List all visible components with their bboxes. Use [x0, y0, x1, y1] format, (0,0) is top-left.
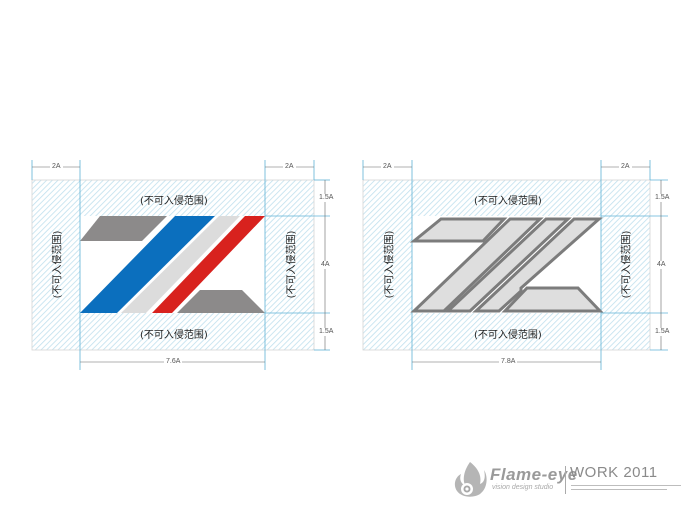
right-bottom-zone-label: (不可入侵范围) [474, 330, 542, 341]
right-guide-lines [362, 160, 668, 370]
footer-divider [565, 466, 566, 494]
left-dim-top-left: 2A [50, 163, 63, 171]
right-top-zone-label: (不可入侵范围) [474, 196, 542, 207]
flame-logo-icon [454, 462, 487, 497]
right-dim-bottom: 7.8A [499, 358, 518, 366]
blue-stripe [80, 216, 215, 313]
right-dim-right-bottom: 1.5A [653, 328, 672, 336]
right-dim-top-right: 2A [619, 163, 632, 171]
right-dim-top-left: 2A [381, 163, 394, 171]
top-gray-bar [80, 216, 167, 241]
footer-branding: Flame-eye vision design studio WORK 2011 [452, 460, 682, 510]
right-dim-right-top: 1.5A [653, 194, 672, 202]
left-right-zone-label: (不可入侵范围) [286, 230, 298, 299]
right-dim-right-middle: 4A [655, 261, 668, 269]
left-z-logo-color [80, 216, 265, 313]
outline-bottom-bar [501, 286, 604, 313]
left-dim-top-right: 2A [283, 163, 296, 171]
right-right-zone-label: (不可入侵范围) [621, 230, 633, 299]
left-guide-lines [31, 160, 330, 370]
right-z-logo-outline [409, 217, 604, 313]
left-clearspace-diagram [31, 160, 330, 370]
left-dim-bottom: 7.6A [164, 358, 183, 366]
fine-print-line-2 [571, 489, 667, 490]
brand-tagline: vision design studio [492, 484, 554, 491]
left-top-zone-label: (不可入侵范围) [140, 196, 208, 207]
brand-name: Flame-eye [490, 465, 578, 484]
left-dim-right-top: 1.5A [317, 194, 336, 202]
fine-print-line-1 [571, 485, 681, 486]
right-left-zone-label: (不可入侵范围) [384, 230, 396, 299]
red-stripe [152, 216, 265, 313]
right-clearspace-diagram [362, 160, 668, 370]
outline-stripe-1 [410, 217, 544, 313]
left-dim-right-middle: 4A [319, 261, 332, 269]
left-left-zone-label: (不可入侵范围) [52, 230, 64, 299]
outline-stripe-3 [472, 217, 603, 313]
left-bottom-zone-label: (不可入侵范围) [140, 330, 208, 341]
work-title: WORK 2011 [570, 464, 658, 481]
outline-top-bar [409, 217, 508, 243]
light-gray-stripe [121, 216, 240, 313]
left-dim-right-bottom: 1.5A [317, 328, 336, 336]
outline-stripe-2 [444, 217, 572, 313]
bottom-gray-bar [177, 290, 265, 313]
